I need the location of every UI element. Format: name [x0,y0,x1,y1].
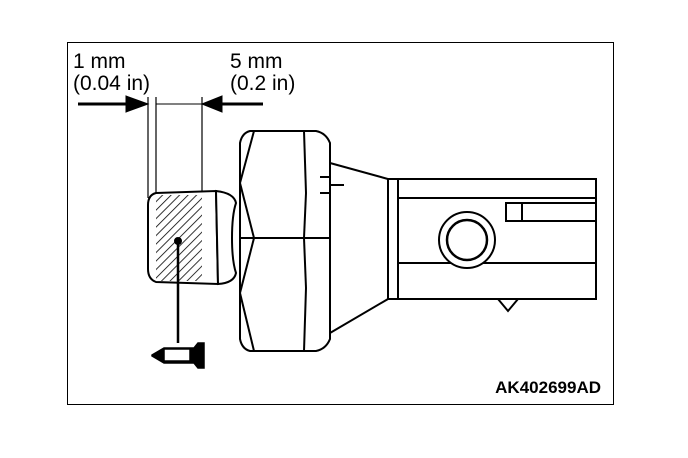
dimension-arrows [78,95,263,198]
figure-frame: 1 mm (0.04 in) 5 mm (0.2 in) AK402699AD [67,42,614,405]
left-dimension-in: (0.04 in) [73,72,151,95]
terminal-icon [438,211,496,269]
right-dimension-in: (0.2 in) [230,72,296,95]
hex-nut [239,130,331,352]
figure-code: AK402699AD [495,378,601,397]
switch-body [320,161,389,335]
sealant-leader [174,237,182,343]
left-dimension-mm: 1 mm [73,50,126,73]
oil-pressure-switch-diagram [78,95,597,369]
connector-housing [387,178,597,313]
threaded-end [147,189,238,286]
sealant-tube-icon [151,342,205,369]
right-dimension-mm: 5 mm [230,50,283,73]
